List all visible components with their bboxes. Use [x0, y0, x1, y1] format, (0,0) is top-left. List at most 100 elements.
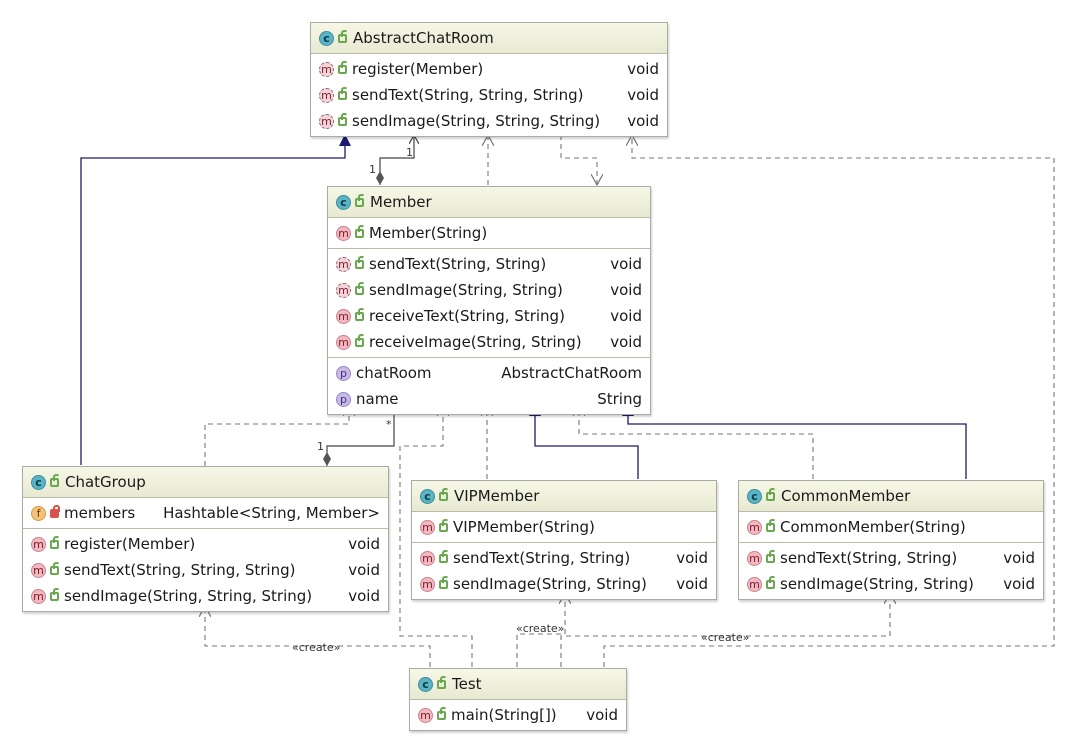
method-icon: m	[336, 308, 351, 324]
dependency-test-commonmember	[560, 593, 890, 667]
abstract-method-icon: m	[336, 256, 351, 272]
method-icon: m	[31, 536, 46, 552]
public-visibility-icon	[766, 549, 776, 563]
stereotype-create-commonmember: «create»	[701, 631, 749, 644]
dependency-test-chatgroup	[205, 606, 431, 667]
class-name: Test	[452, 675, 482, 693]
multiplicity-group-1: 1	[317, 440, 324, 453]
public-visibility-icon	[50, 561, 60, 575]
stereotype-create-vipmember: «create»	[516, 622, 564, 635]
inheritance-vipmember-member	[529, 404, 639, 479]
abstract-method-icon: m	[319, 61, 334, 77]
public-visibility-icon	[338, 112, 348, 126]
public-visibility-icon	[50, 587, 60, 601]
method-icon: m	[420, 550, 435, 566]
public-visibility-icon	[439, 487, 449, 501]
public-visibility-icon	[355, 193, 365, 207]
public-visibility-icon	[355, 281, 365, 295]
class-icon: c	[747, 488, 762, 504]
class-icon: c	[336, 194, 351, 210]
property-icon: p	[336, 391, 351, 407]
class-header: c CommonMember	[739, 481, 1043, 512]
class-icon: c	[418, 676, 433, 692]
method-icon: m	[747, 550, 762, 566]
public-visibility-icon	[437, 706, 447, 720]
dependency-test-vipmember	[516, 593, 565, 667]
public-visibility-icon	[338, 29, 348, 43]
public-visibility-icon	[766, 487, 776, 501]
method-icon: m	[420, 519, 435, 535]
public-visibility-icon	[355, 333, 365, 347]
public-visibility-icon	[437, 675, 447, 689]
multiplicity-room-1: 1	[406, 146, 413, 159]
class-header: c VIPMember	[412, 481, 716, 512]
property-icon: p	[336, 365, 351, 381]
class-icon: c	[319, 30, 334, 46]
dependency-test-abstractchatroom	[603, 135, 1055, 667]
public-visibility-icon	[766, 575, 776, 589]
class-name: Member	[370, 193, 432, 211]
class-icon: c	[420, 488, 435, 504]
class-name: CommonMember	[781, 487, 911, 505]
class-header: c AbstractChatRoom	[311, 23, 667, 54]
class-header: c ChatGroup	[23, 467, 388, 498]
public-visibility-icon	[439, 518, 449, 532]
multiplicity-member-1: 1	[369, 163, 376, 176]
class-header: c Test	[410, 669, 626, 700]
dependency-test-member	[399, 405, 473, 667]
abstract-method-icon: m	[319, 113, 334, 129]
public-visibility-icon	[355, 255, 365, 269]
method-icon: m	[747, 519, 762, 535]
association-chatgroup-member	[327, 405, 394, 466]
public-visibility-icon	[338, 86, 348, 100]
dependency-abstractchatroom-member	[560, 135, 597, 185]
stereotype-create-chatgroup: «create»	[292, 641, 340, 654]
dependency-commonmember-member	[579, 405, 814, 479]
inheritance-chatgroup-abstractchatroom	[80, 134, 351, 465]
public-visibility-icon	[439, 549, 449, 563]
class-name: AbstractChatRoom	[353, 29, 494, 47]
public-visibility-icon	[355, 307, 365, 321]
method-icon: m	[418, 707, 433, 723]
class-name: ChatGroup	[65, 473, 146, 491]
class-header: c Member	[328, 187, 650, 218]
public-visibility-icon	[50, 473, 60, 487]
inheritance-commonmember-member	[622, 404, 967, 479]
field-icon: f	[31, 505, 46, 521]
private-visibility-icon	[50, 504, 60, 518]
class-name: VIPMember	[454, 487, 540, 505]
public-visibility-icon	[355, 224, 365, 238]
dependency-chatgroup-member	[204, 405, 349, 466]
abstract-method-icon: m	[319, 87, 334, 103]
class-icon: c	[31, 474, 46, 490]
abstract-method-icon: m	[336, 282, 351, 298]
